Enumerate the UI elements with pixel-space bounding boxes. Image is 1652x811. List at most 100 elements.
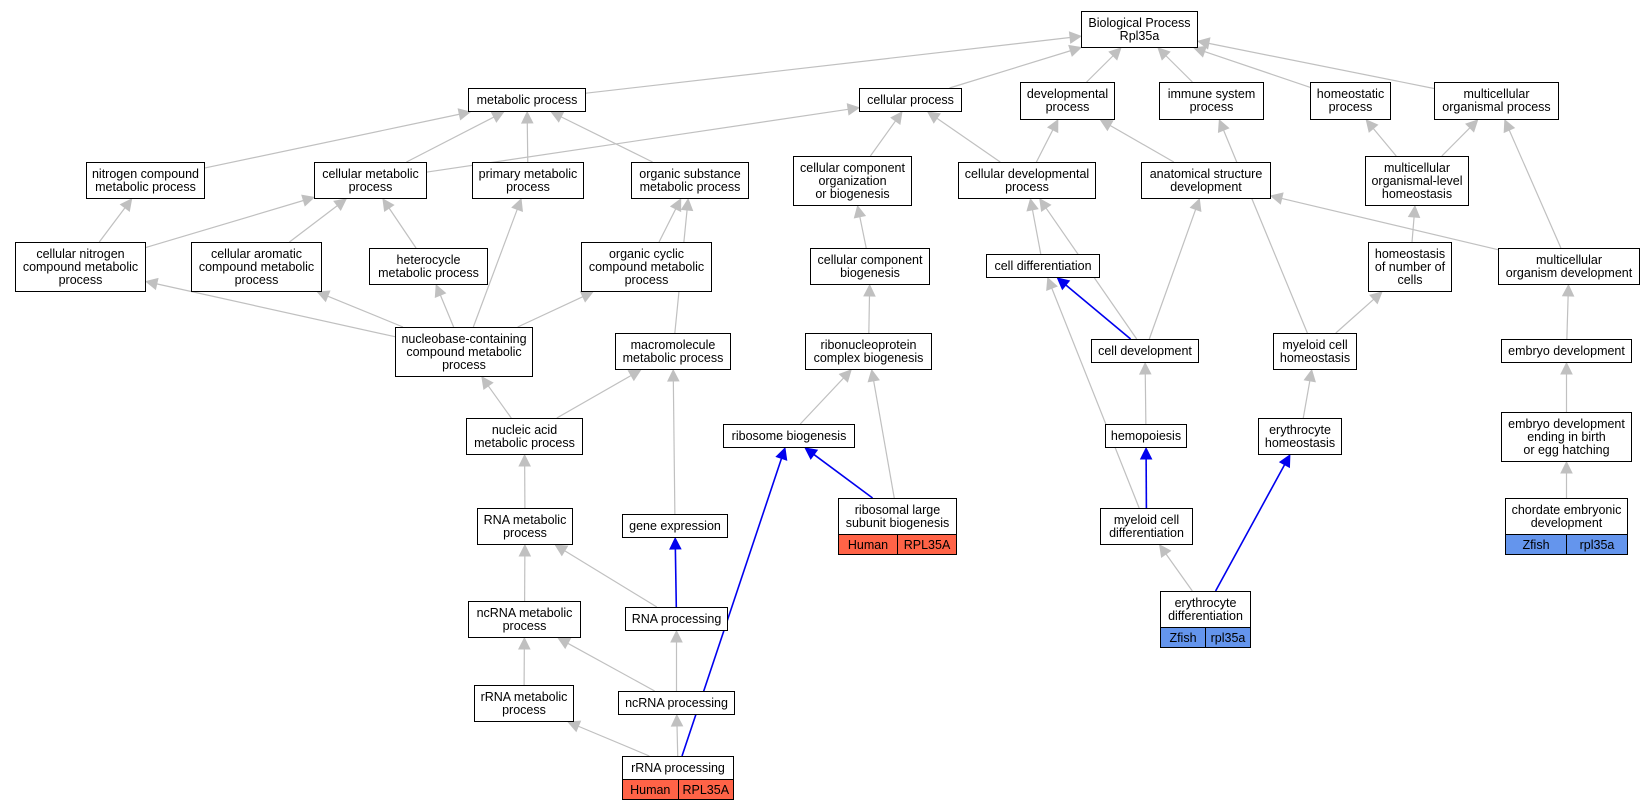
species-zfish: Zfish <box>1161 628 1205 647</box>
edge-ncrnaproc-to-ncrnametab <box>567 642 655 692</box>
node-multicellular-organismal-level-homeostasis: multicellular organismal-level homeostas… <box>1365 156 1469 206</box>
node-organic-substance-metabolic-process: organic substance metabolic process <box>631 162 749 199</box>
arrowhead-myeloiddiff-to-celldiff <box>1046 276 1058 292</box>
arrowhead-celldev-to-celldevproc <box>1039 198 1052 213</box>
edge-ribolarge-to-rnpbiogen <box>873 380 895 499</box>
node-cell-differentiation: cell differentiation <box>986 254 1100 278</box>
arrowhead-ribolarge-to-ribobiogen <box>804 447 819 460</box>
arrowhead-celldevproc-to-developmental <box>1046 119 1059 134</box>
arrowhead-heterocycle-to-cellmetab <box>382 198 395 213</box>
edge-cellarom-to-cellmetab <box>289 205 338 243</box>
arrowhead-anatomical-to-developmental <box>1099 119 1114 132</box>
edge-rrnaproc-to-ncrnaproc <box>676 725 679 757</box>
edge-erythdiff-to-myeloiddiff <box>1165 553 1193 592</box>
edge-immune-to-bp <box>1165 55 1193 83</box>
edge-celldev-to-celldiff <box>1065 284 1132 340</box>
edge-erythhomeo-to-myeloidhomeo <box>1302 380 1311 419</box>
arrowhead-rnaproc-to-geneexpr <box>669 536 682 550</box>
edge-celldev-to-anatomical <box>1148 209 1197 340</box>
arrowhead-ccorg-to-cellular <box>890 111 903 126</box>
node-macromolecule-metabolic-process: macromolecule metabolic process <box>615 333 731 370</box>
node-nucleic-acid-metabolic-process: nucleic acid metabolic process <box>466 418 583 455</box>
arrowhead-macromol-to-orgsubst <box>680 197 694 212</box>
node-embryo-development-ending-in-birth: embryo development ending in birth or eg… <box>1501 412 1632 462</box>
arrowhead-cellnitro-to-nitrogen <box>119 198 133 212</box>
edge-cellular-to-bp <box>949 50 1071 89</box>
node-cellular-developmental-process: cellular developmental process <box>958 162 1096 199</box>
node-ncrna-processing: ncRNA processing <box>618 691 735 715</box>
annotation-erythdiff: Zfish rpl35a <box>1160 628 1251 648</box>
arrowhead-cellmetab-to-cellular <box>846 103 861 116</box>
node-ribonucleoprotein-complex-biogenesis: ribonucleoprotein complex biogenesis <box>805 333 932 370</box>
arrowhead-cellarom-to-cellmetab <box>333 198 348 211</box>
arrowhead-ncrnaproc-to-rnaproc <box>670 629 683 643</box>
node-nitrogen-compound-metabolic-process: nitrogen compound metabolic process <box>86 162 205 199</box>
species-human: Human <box>623 780 678 799</box>
node-myeloid-cell-homeostasis: myeloid cell homeostasis <box>1273 333 1357 370</box>
arrowhead-homeonum-to-mclevel <box>1407 204 1421 218</box>
arrowhead-orgcyclic-to-orgsubst <box>669 198 682 213</box>
edge-mcorgdev-to-multicellular <box>1508 129 1562 249</box>
gene-rpl35a: RPL35A <box>897 535 956 554</box>
arrowhead-celldiff-to-celldevproc <box>1026 197 1039 212</box>
arrowhead-ncrnametab-to-rnametab <box>518 543 532 557</box>
edge-celldevproc-to-cellular <box>936 117 1001 163</box>
node-heterocycle-metabolic-process: heterocycle metabolic process <box>369 248 488 285</box>
edge-erythdiff-to-erythhomeo <box>1214 464 1286 592</box>
arrowhead-rnaproc-to-rnametab <box>554 544 569 557</box>
node-ncrna-metabolic-process: ncRNA metabolic process <box>468 601 581 638</box>
arrowhead-mcorgdev-to-multicellular <box>1503 118 1516 134</box>
arrowhead-nitrogen-to-metabolic <box>457 108 472 121</box>
arrowhead-developmental-to-bp <box>1108 47 1122 61</box>
arrowhead-geneexpr-to-macromol <box>667 368 680 382</box>
node-multicellular-organism-development: multicellular organism development <box>1498 248 1640 285</box>
edge-celldevproc-to-developmental <box>1035 129 1054 163</box>
arrowhead-nucleobase-to-primary <box>511 197 523 212</box>
arrowhead-myeloiddiff-to-hemopoiesis <box>1139 446 1153 460</box>
node-biological-process: Biological Process Rpl35a <box>1081 11 1198 48</box>
species-zfish: Zfish <box>1506 535 1566 554</box>
edge-rnaproc-to-geneexpr <box>674 548 678 608</box>
edge-homeostatic-to-bp <box>1204 50 1311 88</box>
arrowhead-mcorgdev-to-anatomical <box>1269 192 1284 205</box>
node-embryo-development: embryo development <box>1501 339 1632 363</box>
arrowhead-hemopoiesis-to-celldev <box>1138 361 1152 375</box>
edge-metabolic-to-bp <box>585 36 1071 94</box>
node-primary-metabolic-process: primary metabolic process <box>472 162 584 199</box>
node-ribosome-biogenesis: ribosome biogenesis <box>723 424 855 448</box>
edge-ribobiogen-to-rnpbiogen <box>799 377 844 425</box>
arrowhead-erythdiff-to-erythhomeo <box>1278 454 1291 469</box>
arrowhead-cellmetab-to-metabolic <box>490 111 505 123</box>
node-nucleobase-containing-compound-metabolic-process: nucleobase-containing compound metabolic… <box>395 327 533 377</box>
arrowhead-celldev-to-anatomical <box>1189 197 1202 212</box>
arrowhead-chordate-to-embryobirth <box>1560 460 1573 474</box>
edge-mclevel-to-homeostatic <box>1372 128 1397 157</box>
node-metabolic-process: metabolic process <box>468 88 586 112</box>
edge-mclevel-to-multicellular <box>1441 127 1471 157</box>
node-anatomical-structure-development: anatomical structure development <box>1141 162 1271 199</box>
arrowhead-nucleic-to-macromol <box>627 369 642 382</box>
gene-rpl35a: rpl35a <box>1566 535 1627 554</box>
edge-orgcyclic-to-orgsubst <box>658 208 677 243</box>
arrowhead-nucleobase-to-cellarom <box>316 290 331 303</box>
annotation-chordate: Zfish rpl35a <box>1505 535 1628 555</box>
node-cell-development: cell development <box>1091 339 1199 363</box>
edge-geneexpr-to-macromol <box>672 380 676 515</box>
edge-myeloidhomeo-to-homeonum <box>1335 298 1375 334</box>
node-cellular-aromatic-compound-metabolic-process: cellular aromatic compound metabolic pro… <box>191 242 322 292</box>
node-ribosomal-large-subunit-biogenesis: ribosomal large subunit biogenesis <box>838 498 957 535</box>
arrowhead-rrnaproc-to-ncrnaproc <box>670 713 684 727</box>
arrowhead-homeostatic-to-bp <box>1193 45 1208 58</box>
arrowhead-erythhomeo-to-myeloidhomeo <box>1303 368 1316 383</box>
edge-developmental-to-bp <box>1086 55 1114 83</box>
edge-rnpbiogen-to-ccbiogen <box>868 295 871 334</box>
arrowhead-embryobirth-to-embryodev <box>1560 361 1573 375</box>
gene-rpl35a: RPL35A <box>677 780 733 799</box>
arrowhead-cellnitro-to-cellmetab <box>301 194 316 207</box>
edge-rnaproc-to-rnametab <box>564 550 658 608</box>
species-human: Human <box>839 535 897 554</box>
arrowhead-ribolarge-to-rnpbiogen <box>867 368 880 383</box>
edge-rrnaproc-to-rrnametab <box>578 725 650 757</box>
node-multicellular-organismal-process: multicellular organismal process <box>1434 82 1559 120</box>
